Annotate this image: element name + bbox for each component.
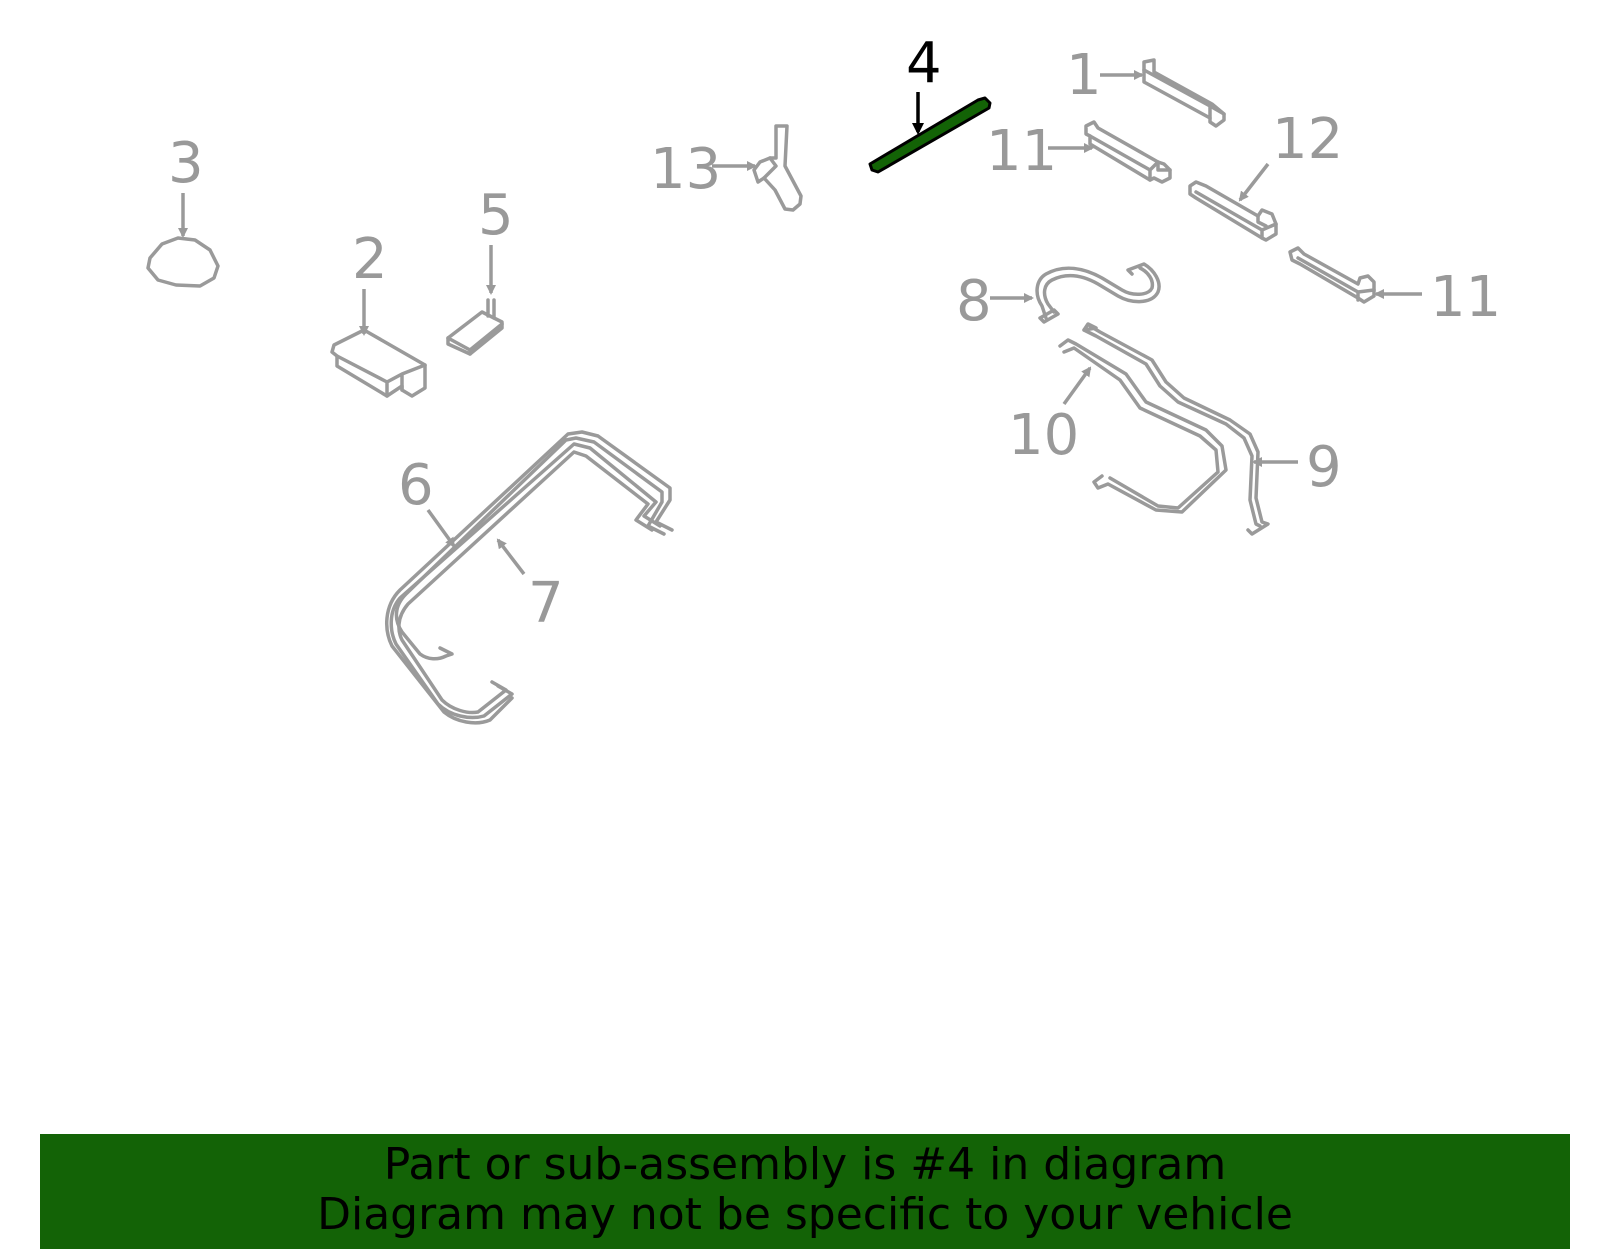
part-13-bracket[interactable] xyxy=(752,124,803,212)
banner-line-2: Diagram may not be specific to your vehi… xyxy=(317,1189,1293,1240)
callout-12: 12 xyxy=(1272,107,1343,172)
callout-6: 6 xyxy=(398,453,434,518)
part-6-cable[interactable] xyxy=(389,442,662,720)
part-2-control-module[interactable] xyxy=(330,328,427,398)
callout-4: 4 xyxy=(906,31,942,96)
leader-12 xyxy=(1238,162,1270,202)
callout-7: 7 xyxy=(528,571,564,636)
notice-banner: Part or sub-assembly is #4 in diagram Di… xyxy=(40,1134,1570,1249)
part-8-cable[interactable] xyxy=(1035,262,1161,324)
leader-6 xyxy=(426,508,456,548)
callout-11-upper: 11 xyxy=(986,119,1057,184)
part-4-antenna-highlighted[interactable] xyxy=(868,96,992,174)
part-12-antenna-module[interactable] xyxy=(1188,180,1278,242)
callout-2: 2 xyxy=(352,227,388,292)
part-7-cable[interactable] xyxy=(385,430,674,725)
banner-line-1: Part or sub-assembly is #4 in diagram xyxy=(383,1139,1227,1190)
part-5-sensor[interactable] xyxy=(446,298,504,356)
callout-1: 1 xyxy=(1066,43,1102,108)
callout-5: 5 xyxy=(478,183,514,248)
callout-9: 9 xyxy=(1306,435,1342,500)
part-11-antenna-module-upper[interactable] xyxy=(1084,120,1172,184)
part-1-antenna-module[interactable] xyxy=(1142,58,1226,128)
leader-10 xyxy=(1062,366,1092,406)
callout-8: 8 xyxy=(956,269,992,334)
part-11-antenna-module-lower[interactable] xyxy=(1288,246,1376,304)
part-10-cable[interactable] xyxy=(1058,338,1228,514)
callout-10: 10 xyxy=(1008,403,1079,468)
callout-13: 13 xyxy=(650,137,721,202)
callout-11-lower: 11 xyxy=(1430,265,1501,330)
part-3-seal-ring[interactable] xyxy=(146,236,220,288)
part-9-cable[interactable] xyxy=(1082,322,1270,536)
callout-3: 3 xyxy=(168,131,204,196)
leader-7 xyxy=(496,538,526,576)
